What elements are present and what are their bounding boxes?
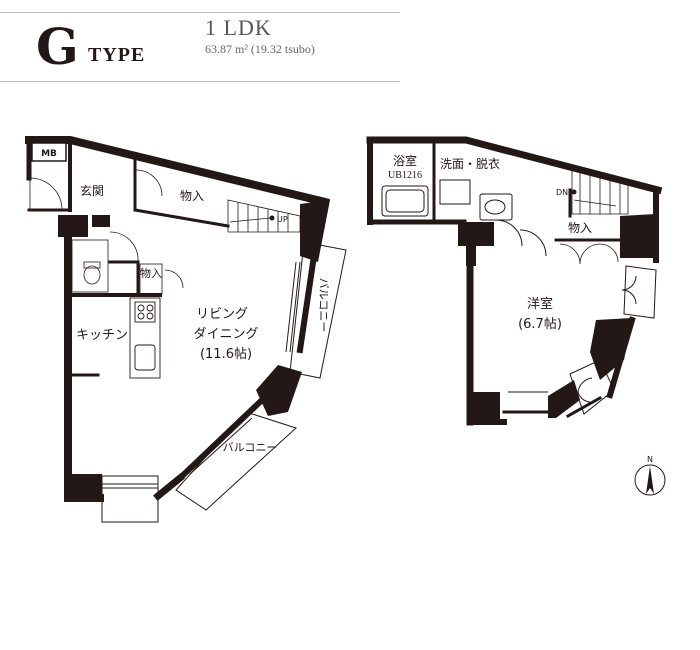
- north-compass: N: [634, 455, 666, 496]
- floor1-staircase: [227, 199, 301, 233]
- plan-header: G TYPE 1 LDK 63.87 m² (19.32 tsubo): [0, 0, 700, 90]
- bedroom-label: 洋室: [527, 296, 553, 312]
- dn-marker: [571, 189, 577, 195]
- balcony-lower: [175, 411, 297, 511]
- type-word: TYPE: [88, 44, 146, 66]
- floor2-windows: [508, 265, 657, 415]
- bath-label: 浴室: [393, 153, 417, 168]
- balcony-right-label: バルコニー: [317, 278, 330, 333]
- entrance-door-swing: [29, 177, 63, 211]
- balcony-right: [285, 241, 347, 379]
- floor2-plan: 浴室 UB1216 洗面・脱衣 DN 物入 洋室 (6.7帖): [366, 136, 663, 426]
- bath-unit-label: UB1216: [388, 170, 422, 181]
- floor1-wall-blocks: [58, 200, 330, 500]
- storage-floor2-label: 物入: [568, 221, 592, 235]
- entrance-label: 玄関: [80, 183, 104, 198]
- compass-north-label: N: [647, 455, 653, 464]
- header-top-rule: [0, 12, 400, 13]
- floor1-walls: [25, 136, 330, 502]
- bathtub: [381, 185, 429, 217]
- header-bottom-rule: [0, 81, 400, 82]
- balcony-lower-label: バルコニー: [223, 441, 278, 454]
- mb-label: MB: [41, 149, 57, 159]
- floor2-wall-blocks: [458, 214, 656, 422]
- bedroom-area-label: (6.7帖): [518, 317, 562, 332]
- layout-name: 1 LDK: [205, 15, 272, 40]
- dn-label: DN: [556, 188, 568, 197]
- area-text: 63.87 m² (19.32 tsubo): [205, 42, 315, 56]
- storage-small-label-a: 物入: [140, 266, 162, 280]
- living-area-label: (11.6帖): [200, 347, 252, 362]
- type-letter: G: [36, 17, 79, 76]
- kitchen-counter: [129, 297, 161, 379]
- living-label-line1: リビング: [196, 307, 248, 322]
- toilet-area: [71, 231, 139, 293]
- kitchen-label: キッチン: [76, 328, 128, 343]
- floor1-plan: MB 玄関 物入 UP 物入: [25, 136, 347, 523]
- washroom-label: 洗面・脱衣: [440, 156, 500, 171]
- up-marker: [269, 215, 275, 221]
- floor2-walls: [366, 136, 663, 426]
- mb-box: [31, 142, 67, 162]
- up-label: UP: [277, 215, 288, 224]
- washroom-fixtures: [439, 179, 547, 257]
- floor2-staircase: [571, 167, 629, 215]
- bay-window: [101, 475, 159, 523]
- storage-upper-label: 物入: [180, 189, 204, 203]
- living-label-line2: ダイニング: [193, 327, 258, 342]
